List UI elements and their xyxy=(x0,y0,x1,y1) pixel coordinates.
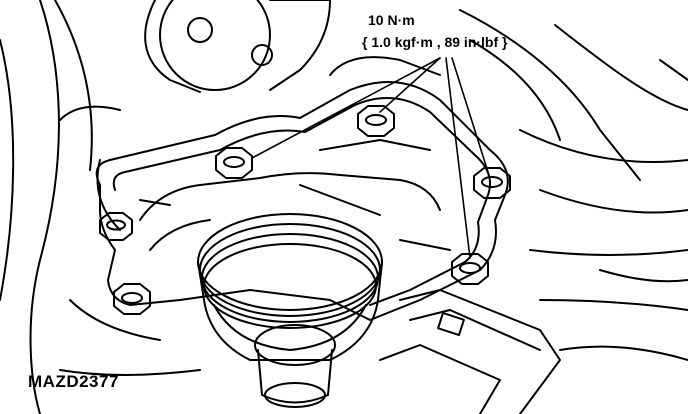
bolt-icon xyxy=(357,105,395,137)
bolt-icon xyxy=(99,212,133,241)
pump-housing xyxy=(95,81,509,321)
bolt-icon xyxy=(113,283,151,315)
water-pump-pulley xyxy=(197,213,383,408)
bolt-icon xyxy=(473,167,511,199)
leader-lines xyxy=(251,57,489,259)
torque-alt-units-label: { 1.0 kgf·m , 89 in·lbf } xyxy=(362,34,508,50)
torque-value-label: 10 N·m xyxy=(368,12,415,28)
bolt-icon xyxy=(451,253,489,285)
figure-code: MAZD2377 xyxy=(28,372,119,391)
connector-bracket xyxy=(379,289,561,414)
bolt-icon xyxy=(215,147,253,179)
